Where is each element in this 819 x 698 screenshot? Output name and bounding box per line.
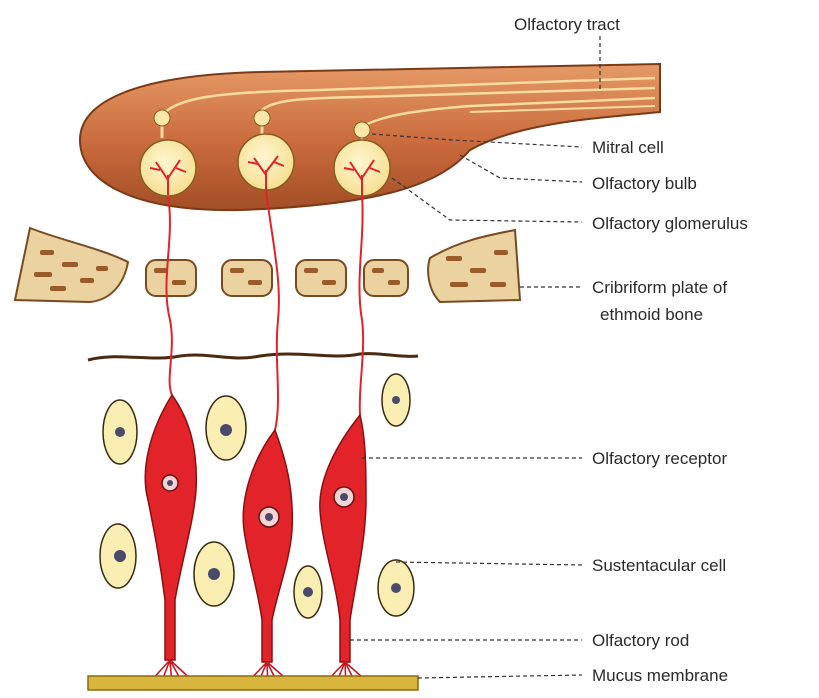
olfactory-glomeruli: [140, 134, 390, 196]
label-olfactory-bulb: Olfactory bulb: [592, 174, 697, 193]
label-mucus-membrane: Mucus membrane: [592, 666, 728, 685]
label-olfactory-glomerulus: Olfactory glomerulus: [592, 214, 748, 233]
basement-membrane: [88, 354, 418, 360]
olfactory-receptors: [145, 395, 366, 662]
label-mitral-cell: Mitral cell: [592, 138, 664, 157]
receptor-axons: [166, 190, 363, 430]
label-cribriform-line1: Cribriform plate of: [592, 278, 727, 297]
label-sustentacular-cell: Sustentacular cell: [592, 556, 726, 575]
label-cribriform-line2: ethmoid bone: [600, 305, 703, 324]
mucus-membrane: [88, 676, 418, 690]
cribriform-plate: [15, 228, 520, 302]
label-olfactory-tract: Olfactory tract: [514, 15, 620, 34]
label-olfactory-rod: Olfactory rod: [592, 631, 689, 650]
label-olfactory-receptor: Olfactory receptor: [592, 449, 727, 468]
